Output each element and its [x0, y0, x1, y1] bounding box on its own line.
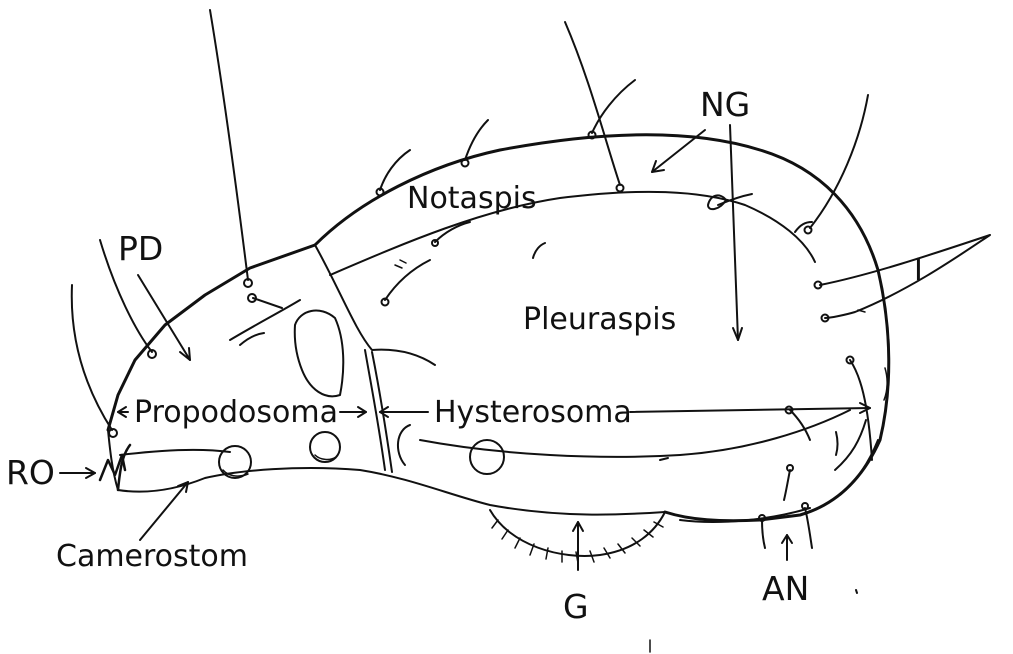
plate-lines: [108, 192, 878, 515]
label-ro: RO: [6, 456, 55, 489]
label-camerostom: Camerostom: [56, 542, 248, 572]
label-pd: PD: [118, 232, 163, 265]
label-g: G: [563, 590, 589, 623]
label-an: AN: [762, 572, 809, 605]
label-i: I: [914, 256, 923, 286]
label-notaspis: Notaspis: [407, 184, 537, 214]
label-propodosoma: Propodosoma: [134, 398, 338, 428]
label-ng: NG: [700, 88, 750, 121]
label-hysterosoma: Hysterosoma: [434, 398, 632, 428]
setae: [72, 10, 990, 548]
rostrum: [100, 445, 130, 490]
label-pleuraspis: Pleuraspis: [523, 305, 676, 335]
